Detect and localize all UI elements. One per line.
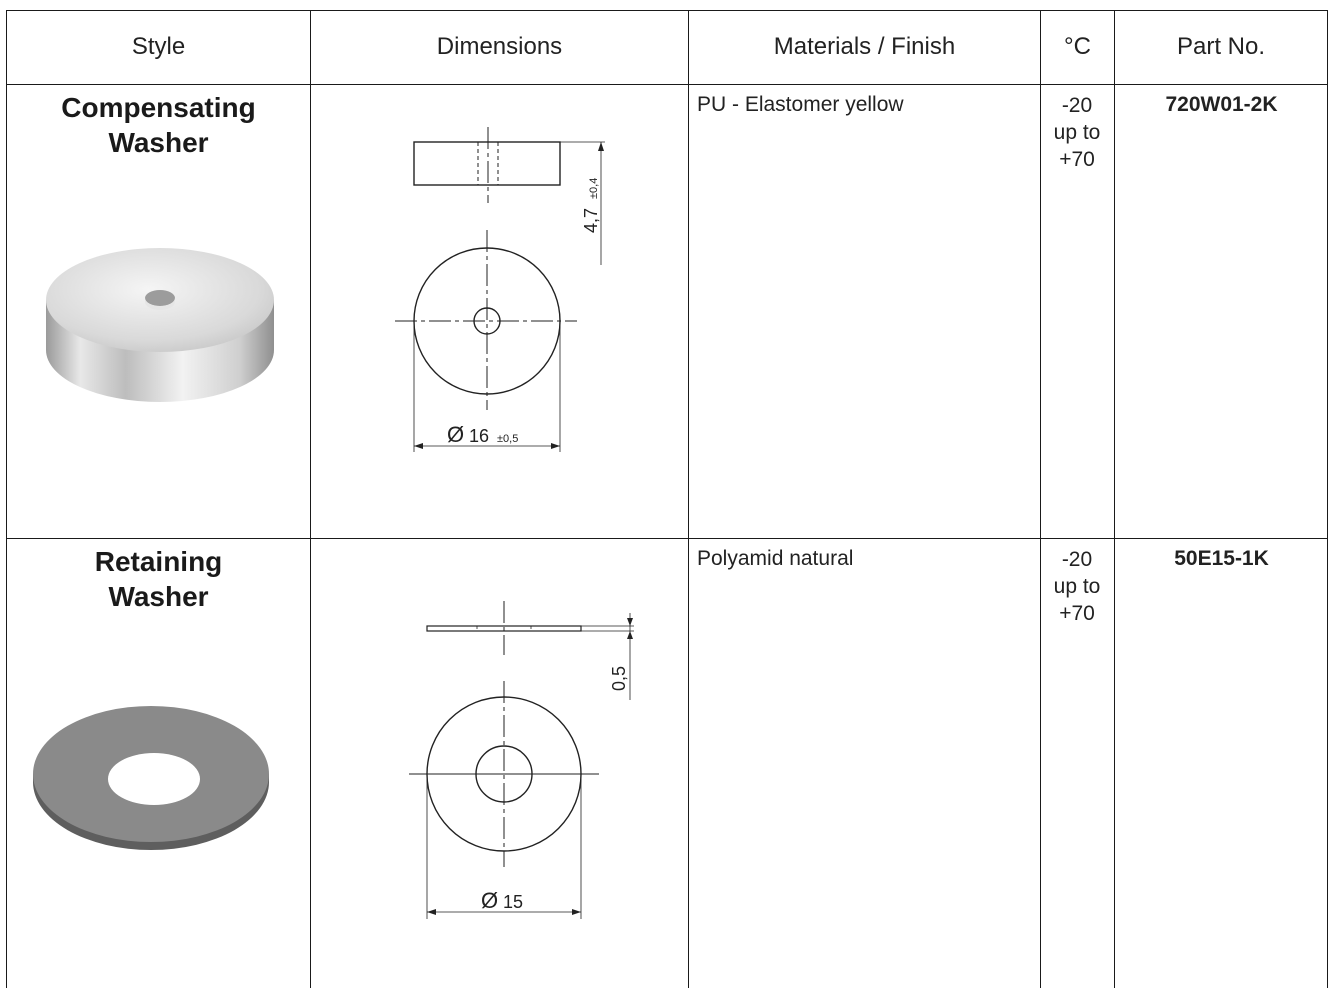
col-divider-dimensions (688, 10, 689, 988)
temp-max: +70 (1059, 148, 1095, 171)
col-divider-temperature (1114, 10, 1115, 988)
material-text: PU - Elastomer yellow (697, 93, 904, 116)
col-divider-materials (1040, 10, 1041, 988)
diameter-symbol: Ø (481, 888, 498, 913)
diameter-dimension-label: 15 (503, 892, 523, 912)
style-title-line2: Washer (108, 127, 209, 158)
height-tolerance-label: ±0,4 (588, 178, 600, 199)
part-number: 720W01-2K (1165, 93, 1278, 116)
material-text: Polyamid natural (697, 547, 854, 570)
temp-min: -20 (1061, 94, 1093, 117)
style-title-line1: Retaining (94, 546, 223, 577)
thickness-dimension-label: 0,5 (609, 666, 629, 691)
temperature-range: -20 up to +70 (1040, 92, 1114, 173)
temp-min: -20 (1061, 548, 1093, 571)
header-part-no: Part No. (1176, 33, 1266, 60)
style-title-line1: Compensating (61, 92, 256, 123)
table-top-border (6, 10, 1328, 11)
header-style: Style (131, 33, 186, 60)
table-right-border (1327, 10, 1328, 988)
temp-max: +70 (1059, 602, 1095, 625)
height-dimension-label: 4,7 (581, 208, 601, 233)
header-materials: Materials / Finish (773, 33, 956, 60)
col-divider-style (310, 10, 311, 988)
temperature-range: -20 up to +70 (1040, 546, 1114, 627)
temp-up-to: up to (1053, 575, 1101, 598)
compensating-washer-drawing: 4,7 ±0,4 Ø 16 ±0,5 (395, 127, 605, 452)
style-title-compensating: Compensating Washer (7, 90, 310, 160)
diameter-symbol: Ø (447, 422, 464, 447)
temp-up-to: up to (1053, 121, 1101, 144)
header-temperature: °C (1064, 33, 1091, 60)
header-bottom-border (6, 84, 1328, 85)
row-divider (6, 538, 1328, 539)
compensating-washer-image (46, 248, 274, 402)
diameter-dimension-label: 16 (469, 426, 489, 446)
style-title-retaining: Retaining Washer (7, 544, 310, 614)
table-left-border (6, 10, 7, 988)
style-title-line2: Washer (108, 581, 209, 612)
retaining-washer-image (33, 706, 269, 850)
diameter-tolerance-label: ±0,5 (497, 433, 518, 445)
part-number: 50E15-1K (1174, 547, 1269, 570)
header-dimensions: Dimensions (436, 33, 563, 60)
retaining-washer-drawing: 0,5 Ø 15 (409, 601, 634, 919)
